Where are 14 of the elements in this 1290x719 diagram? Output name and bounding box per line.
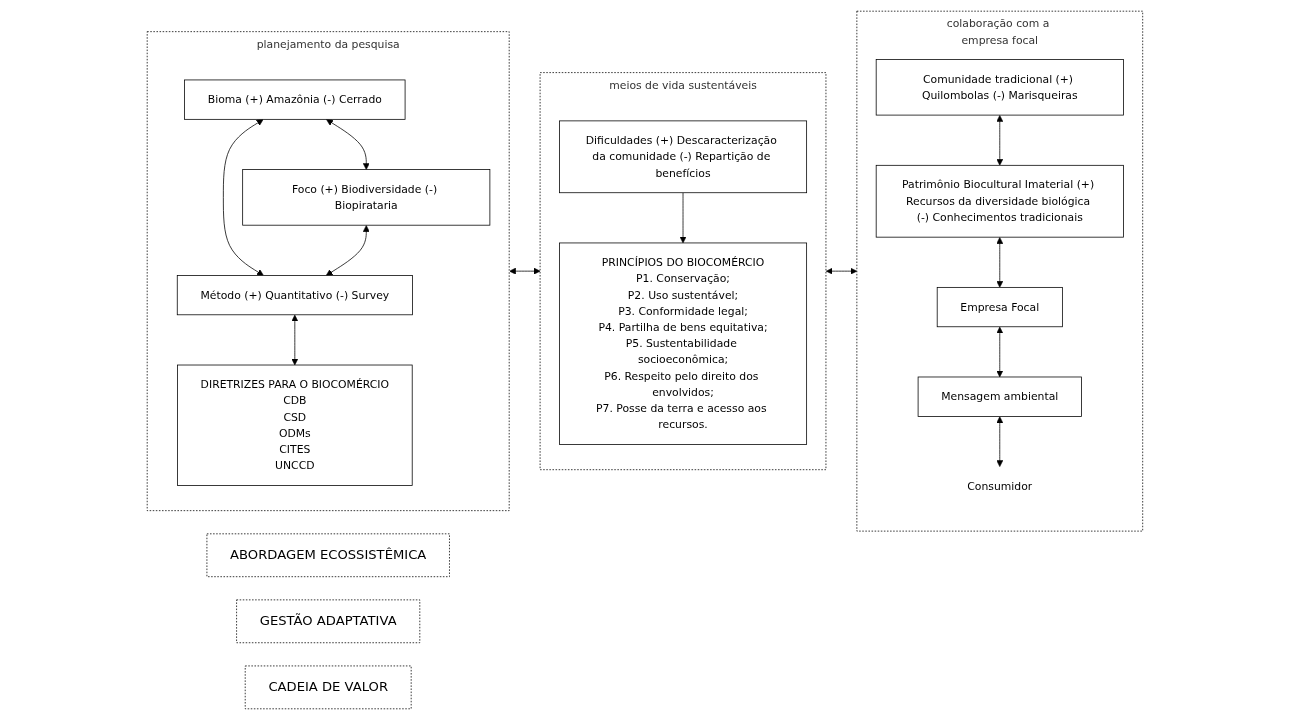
node-box: Comunidade tradicional (+) Quilombolas (-) Marisqueiras xyxy=(875,58,1124,115)
node-box: GESTÃO ADAPTATIVA xyxy=(236,599,421,643)
node-box: CADEIA DE VALOR xyxy=(244,665,412,709)
node-box: Empresa Focal xyxy=(936,286,1063,327)
node-text: Consumidor xyxy=(967,479,1033,492)
node-box: Mensagem ambiental xyxy=(917,376,1082,417)
node-box: Bioma (+) Amazônia (-) Cerrado xyxy=(184,79,406,120)
node-box: PRINCÍPIOS DO BIOCOMÉRCIO P1. Conservação; P2. Uso sustentável; P3. Conformidade legal; P4. Partilha de bens equitativa; P5. Sustentabilidade socioeconômica; P6. Respeito pelo direito dos envolvidos; P7. Posse da terra e acesso aos recursos. xyxy=(559,242,808,445)
node-box: DIRETRIZES PARA O BIOCOMÉRCIO CDB CSD ODMs CITES UNCCD xyxy=(177,364,413,486)
node-box: Patrimônio Biocultural Imaterial (+) Recursos da diversidade biológica (-) Conhecimentos tradicionais xyxy=(875,164,1124,238)
node-box: ABORDAGEM ECOSSISTÊMICA xyxy=(206,532,450,577)
node-box: Dificuldades (+) Descaracterização da comunidade (-) Repartição de benefícios xyxy=(559,120,808,193)
node-box: Método (+) Quantitativo (-) Survey xyxy=(176,274,413,315)
node-box: Foco (+) Biodiversidade (-) Biopirataria xyxy=(242,168,491,226)
